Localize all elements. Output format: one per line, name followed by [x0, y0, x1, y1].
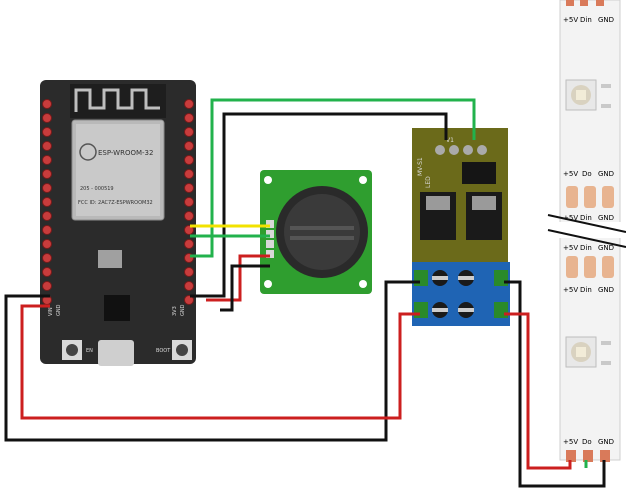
esp32-left-pin-14[interactable] [42, 281, 52, 291]
3v3-label: 3V3 [172, 306, 178, 316]
esp32-right-pin-6[interactable] [184, 169, 194, 179]
gnd-label-right: GND [180, 304, 186, 316]
boot-button[interactable] [172, 340, 192, 360]
esp32-left-pin-1[interactable] [42, 99, 52, 109]
esp32-left-pins [42, 99, 52, 305]
wire-black-strip-gnd [504, 280, 606, 488]
esp32-left-pin-10[interactable] [42, 225, 52, 235]
strip-cut-pads-2: +5V Din GND +5V Din GND [563, 244, 614, 294]
esp32-left-pin-4[interactable] [42, 141, 52, 151]
esp32-cert-line: 205 - 000519 [80, 186, 114, 192]
gnd-label-left: GND [56, 304, 62, 316]
wires [4, 98, 606, 488]
sound-sensor-module [260, 170, 372, 294]
wire-black-gnd-left [4, 280, 420, 442]
usb-port[interactable] [98, 340, 134, 366]
mosfet-led-label: LED [425, 176, 432, 188]
mosfet-transistor-left [420, 192, 456, 240]
wifi-logo-icon [79, 143, 97, 161]
esp32-right-pin-10[interactable] [184, 225, 194, 235]
mosfet-v1-label: V1 [446, 137, 454, 144]
wire-red-strip-5v [504, 312, 572, 470]
mosfet-driver-module: V1 MV-S1 LED [412, 128, 510, 326]
esp32-right-pin-13[interactable] [184, 267, 194, 277]
strip-label-gnd-d: GND [598, 286, 614, 294]
esp32-module-name: ESP-WROOM-32 [98, 149, 153, 157]
strip-label-din-d: Din [580, 286, 592, 294]
strip-top-label-gnd: GND [598, 16, 614, 24]
strip-bottom-label-5v: +5V [563, 438, 578, 446]
esp32-right-pin-3[interactable] [184, 127, 194, 137]
terminal-screw-3[interactable] [432, 302, 448, 318]
mic-pin-2[interactable] [266, 230, 274, 238]
screw-terminal-block [412, 262, 510, 326]
strip-label-gnd-b: GND [598, 214, 614, 222]
led-pixel-2 [565, 336, 611, 368]
led-strip: +5V Din GND +5V Do GND +5V Din GND [545, 0, 626, 462]
esp32-left-pin-7[interactable] [42, 183, 52, 193]
strip-cut-pads-1: +5V Do GND +5V Din GND [563, 170, 614, 222]
strip-bottom-label-gnd: GND [598, 438, 614, 446]
strip-label-gnd-c: GND [598, 244, 614, 252]
mic-pins [266, 220, 274, 258]
esp32-left-pin-5[interactable] [42, 155, 52, 165]
esp32-right-pin-1[interactable] [184, 99, 194, 109]
esp32-right-pin-11[interactable] [184, 239, 194, 249]
mosfet-model-label: MV-S1 [417, 157, 424, 176]
usb-chip [104, 295, 130, 321]
wire-green-top [190, 98, 476, 258]
strip-label-5v-b: +5V [563, 214, 578, 222]
strip-label-do-a: Do [582, 170, 592, 178]
strip-label-5v-a: +5V [563, 170, 578, 178]
esp32-right-pin-5[interactable] [184, 155, 194, 165]
en-button[interactable] [62, 340, 82, 360]
esp32-left-pin-2[interactable] [42, 113, 52, 123]
strip-bottom-label-do: Do [582, 438, 592, 446]
esp32-right-pins [184, 99, 194, 305]
esp32-left-pin-12[interactable] [42, 253, 52, 263]
wire-black-top [190, 112, 448, 298]
strip-label-din-b: Din [580, 214, 592, 222]
mic-pin-1[interactable] [266, 220, 274, 228]
strip-top-label-din: Din [580, 16, 592, 24]
strip-bottom-pads: +5V Do GND [563, 438, 614, 462]
mosfet-transistor-right [466, 192, 502, 240]
esp32-right-pin-7[interactable] [184, 183, 194, 193]
esp32-right-pin-2[interactable] [184, 113, 194, 123]
led-pixel-1 [565, 79, 611, 111]
strip-top-label-5v: +5V [563, 16, 578, 24]
wire-black-mic [220, 264, 270, 312]
esp32-right-pin-9[interactable] [184, 211, 194, 221]
terminal-screw-1[interactable] [432, 270, 448, 286]
terminal-screw-4[interactable] [458, 302, 474, 318]
esp32-board: ESP-WROOM-32 205 - 000519 FCC ID: 2AC7Z-… [40, 80, 196, 366]
strip-label-5v-c: +5V [563, 244, 578, 252]
wire-red-vin-left [20, 304, 420, 420]
esp32-left-pin-11[interactable] [42, 239, 52, 249]
esp32-left-pin-9[interactable] [42, 211, 52, 221]
strip-break-mark [545, 214, 626, 248]
esp32-fcc-line: FCC ID: 2AC7Z-ESPWROOM32 [78, 200, 153, 206]
wire-red-mic [206, 254, 270, 302]
strip-top-labels: +5V Din GND [563, 0, 614, 24]
esp32-left-pin-3[interactable] [42, 127, 52, 137]
esp32-right-pin-15[interactable] [184, 295, 194, 305]
vin-label: VIN [48, 307, 54, 316]
en-label: EN [86, 348, 93, 354]
esp32-left-pin-6[interactable] [42, 169, 52, 179]
mic-pin-4[interactable] [266, 250, 274, 258]
strip-label-gnd-a: GND [598, 170, 614, 178]
esp32-left-pin-13[interactable] [42, 267, 52, 277]
mic-pin-3[interactable] [266, 240, 274, 248]
strip-label-5v-d: +5V [563, 286, 578, 294]
esp32-right-pin-14[interactable] [184, 281, 194, 291]
esp32-left-pin-8[interactable] [42, 197, 52, 207]
esp32-right-pin-8[interactable] [184, 197, 194, 207]
terminal-screw-2[interactable] [458, 270, 474, 286]
esp32-right-pin-4[interactable] [184, 141, 194, 151]
boot-label: BOOT [156, 348, 171, 354]
strip-label-din-c: Din [580, 244, 592, 252]
